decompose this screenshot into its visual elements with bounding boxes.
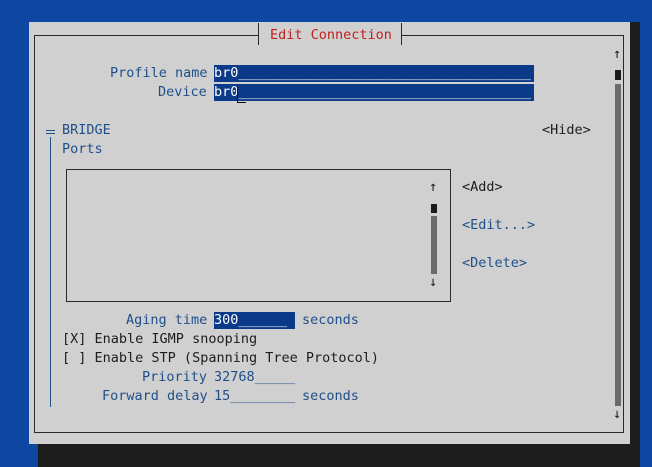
- main-scroll-track[interactable]: [615, 84, 621, 406]
- profile-name-label: Profile name: [110, 65, 208, 81]
- stp-check-mark: [ ]: [62, 350, 87, 366]
- forward-delay-fill: ________: [230, 388, 296, 404]
- stp-label: Enable STP (Spanning Tree Protocol): [94, 350, 380, 366]
- text-cursor: [237, 87, 246, 103]
- add-port-button[interactable]: <Add>: [462, 179, 503, 195]
- ports-scroll-thumb[interactable]: [431, 204, 437, 213]
- aging-time-unit: seconds: [302, 312, 359, 328]
- main-scroll-up-icon[interactable]: ↑: [613, 46, 622, 62]
- igmp-label: Enable IGMP snooping: [94, 331, 258, 347]
- aging-time-fill: ______: [238, 312, 288, 328]
- hide-button[interactable]: <Hide>: [542, 122, 591, 138]
- forward-delay-unit: seconds: [302, 388, 359, 404]
- ports-scroll-track[interactable]: [431, 216, 437, 274]
- section-bracket-line: [50, 137, 51, 407]
- priority-input[interactable]: 32768_____: [214, 369, 295, 386]
- aging-time-label: Aging time: [126, 312, 208, 328]
- section-bracket-top2: [46, 133, 55, 134]
- igmp-snooping-checkbox[interactable]: [X] Enable IGMP snooping: [62, 331, 257, 348]
- main-scroll-thumb[interactable]: [615, 70, 621, 80]
- stp-checkbox[interactable]: [ ] Enable STP (Spanning Tree Protocol): [62, 350, 379, 367]
- forward-delay-value: 15: [214, 388, 231, 404]
- device-value: br0: [214, 84, 239, 100]
- dialog-shadow-right: [630, 22, 640, 467]
- device-label: Device: [158, 84, 207, 100]
- profile-name-fill: ____________________________________: [238, 65, 531, 81]
- main-scroll-down-icon[interactable]: ↓: [613, 406, 622, 422]
- aging-time-input[interactable]: 300______: [214, 312, 295, 329]
- aging-time-value: 300: [214, 312, 239, 328]
- edit-port-button[interactable]: <Edit...>: [462, 217, 536, 233]
- priority-label: Priority: [142, 369, 208, 385]
- ports-scroll-up-icon[interactable]: ↑: [429, 179, 438, 195]
- priority-fill: _____: [254, 369, 296, 385]
- bridge-section-title: BRIDGE: [62, 122, 111, 138]
- device-fill: ____________________________________: [238, 84, 531, 100]
- ports-label: Ports: [62, 141, 103, 157]
- igmp-check-mark: [X]: [62, 331, 87, 347]
- profile-name-value: br0: [214, 65, 239, 81]
- priority-value: 32768: [214, 369, 255, 385]
- title-box: [258, 23, 402, 45]
- profile-name-input[interactable]: br0____________________________________: [214, 65, 534, 82]
- ports-list[interactable]: [66, 169, 451, 302]
- forward-delay-input[interactable]: 15________: [214, 388, 295, 405]
- section-bracket-top: [46, 130, 55, 131]
- dialog-title: Edit Connection: [270, 27, 392, 43]
- device-input[interactable]: br0____________________________________: [214, 84, 534, 101]
- delete-port-button[interactable]: <Delete>: [462, 255, 528, 271]
- ports-scroll-down-icon[interactable]: ↓: [429, 274, 438, 290]
- dialog-shadow-bottom: [38, 444, 640, 467]
- forward-delay-label: Forward delay: [102, 388, 208, 404]
